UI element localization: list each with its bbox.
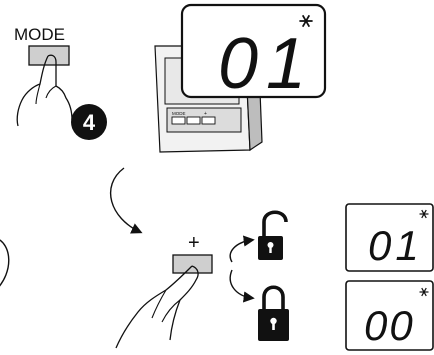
step-number-badge [71, 104, 107, 140]
result-display-value-locked: 00 [364, 302, 415, 349]
unlocked-padlock-icon [258, 210, 288, 260]
pressing-hand-icon-2 [115, 265, 199, 349]
locked-padlock-icon [258, 285, 289, 341]
result-display-value-unlocked: 01 [368, 222, 423, 269]
transition-arrow [109, 167, 143, 234]
branch-arrow-unlocked [229, 235, 255, 263]
plus-button[interactable] [172, 254, 213, 274]
step-number: 4 [83, 110, 96, 135]
device-plus-label: + [204, 111, 207, 117]
result-display-unlocked: 01 [345, 203, 434, 272]
enlarged-display-value: 01 [218, 24, 314, 104]
pressing-hand-icon [16, 54, 73, 127]
branch-arrow-locked [229, 269, 255, 303]
partial-circle [0, 239, 10, 287]
mode-button-caption: MODE [14, 25, 65, 44]
device-mode-label: MODE [172, 111, 186, 116]
device-button-1[interactable] [171, 116, 186, 125]
plus-button-caption: + [188, 232, 200, 254]
enlarged-display: 01 [180, 3, 327, 104]
device-button-2[interactable] [186, 116, 201, 125]
result-display-locked: 00 [345, 280, 434, 351]
device-button-3[interactable] [201, 116, 216, 125]
